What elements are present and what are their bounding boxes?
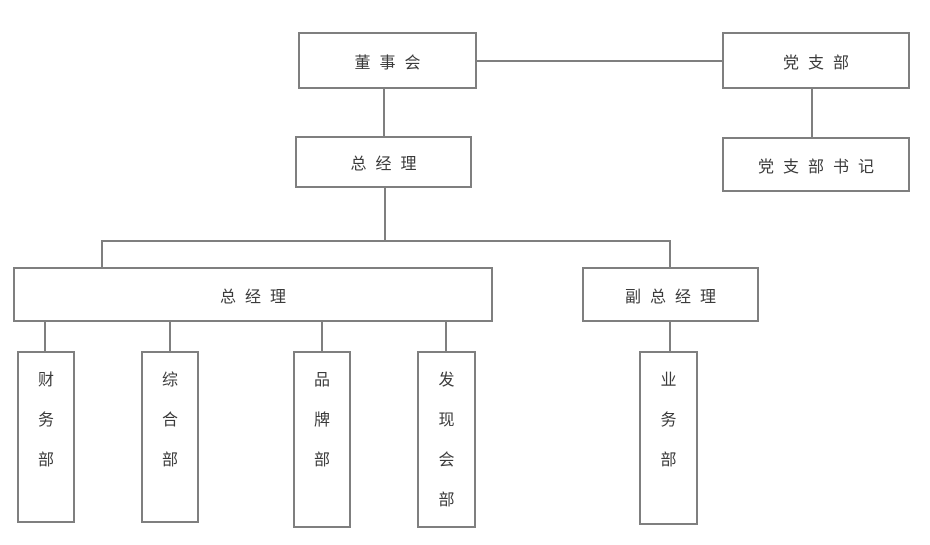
node-label: 品牌部 xyxy=(314,372,331,469)
node-discovery-dept: 发现会部 xyxy=(417,351,476,528)
node-label: 总经理 xyxy=(350,156,426,173)
node-label: 综合部 xyxy=(162,372,179,469)
node-label: 党支部 xyxy=(782,54,858,72)
connector-gm-office-to-discovery-dept xyxy=(445,322,447,351)
connector-rail-to-deputy-gm xyxy=(669,240,671,267)
node-board-of-directors: 董事会 xyxy=(298,32,477,89)
node-label: 发现会部 xyxy=(438,372,455,509)
connector-deputy-gm-to-business-dept xyxy=(669,322,671,351)
node-label: 董事会 xyxy=(354,54,430,72)
node-party-branch: 党支部 xyxy=(722,32,910,89)
connector-board-to-party-branch xyxy=(477,60,722,62)
connector-party-branch-to-secretary xyxy=(811,89,813,137)
node-general-manager: 总经理 xyxy=(295,136,472,188)
connector-rail-to-gm-office xyxy=(101,240,103,267)
node-finance-dept: 财务部 xyxy=(17,351,75,523)
connector-branch-rail xyxy=(101,240,671,242)
node-label: 副总经理 xyxy=(624,288,725,306)
node-general-manager-office: 总经理 xyxy=(13,267,493,322)
node-label: 总经理 xyxy=(219,288,295,306)
node-business-dept: 业务部 xyxy=(639,351,698,525)
connector-gm-office-to-brand-dept xyxy=(321,322,323,351)
connector-gm-office-to-finance-dept xyxy=(44,322,46,351)
node-label: 财务部 xyxy=(38,372,55,469)
connector-general-manager-down xyxy=(384,188,386,240)
connector-board-to-general-manager xyxy=(383,89,385,136)
node-general-affairs-dept: 综合部 xyxy=(141,351,199,523)
node-party-branch-secretary: 党支部书记 xyxy=(722,137,910,192)
node-label: 业务部 xyxy=(660,372,677,469)
connector-gm-office-to-general-dept xyxy=(169,322,171,351)
node-label: 党支部书记 xyxy=(757,158,883,176)
node-deputy-general-manager: 副总经理 xyxy=(582,267,759,322)
node-brand-dept: 品牌部 xyxy=(293,351,351,528)
